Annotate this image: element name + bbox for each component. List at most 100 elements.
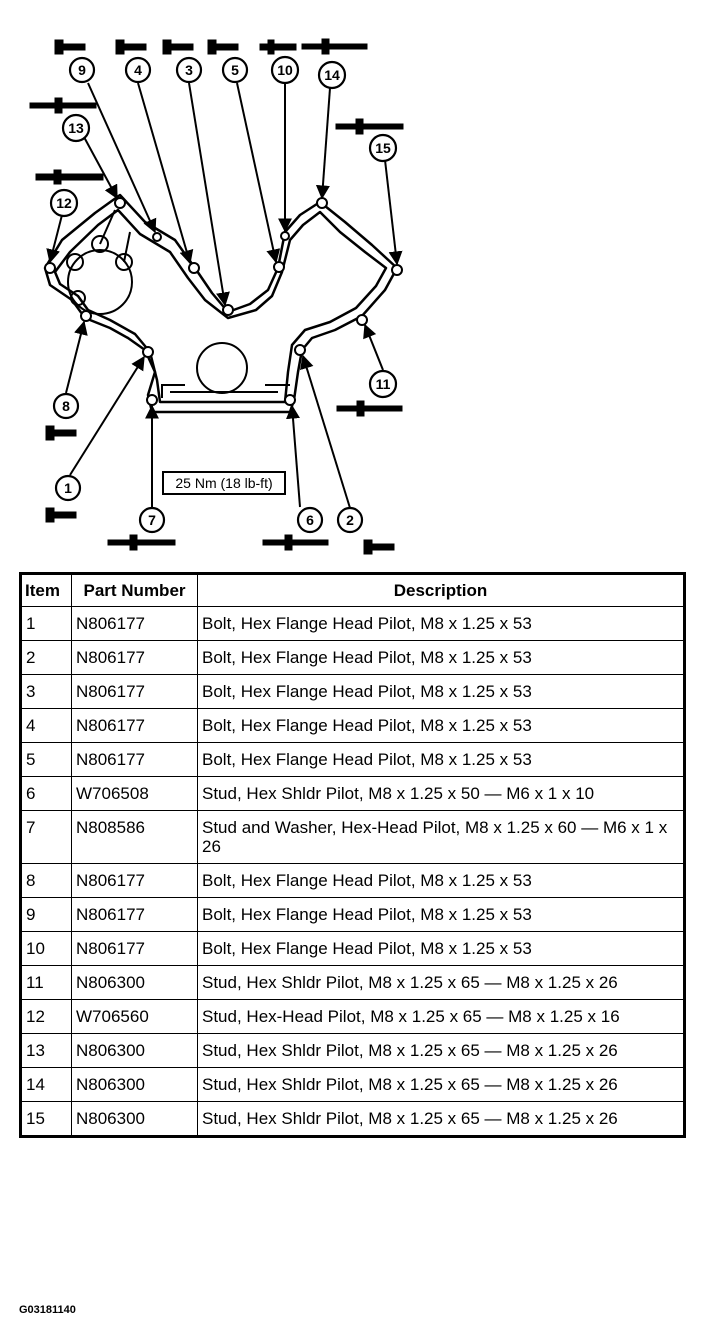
cell-item: 1 bbox=[20, 606, 72, 641]
bolt-holes bbox=[44, 197, 403, 406]
callout-7: 7 bbox=[138, 506, 166, 534]
cell-description: Bolt, Hex Flange Head Pilot, M8 x 1.25 x… bbox=[197, 674, 685, 709]
svg-text:11: 11 bbox=[376, 376, 391, 392]
svg-text:6: 6 bbox=[306, 512, 314, 528]
bolt-icon bbox=[45, 507, 77, 523]
bolt-icons bbox=[29, 38, 404, 555]
svg-text:14: 14 bbox=[324, 67, 340, 83]
cell-item: 3 bbox=[20, 674, 72, 709]
callout-9: 9 bbox=[68, 56, 96, 84]
cell-item: 4 bbox=[20, 708, 72, 743]
crankshaft-seal bbox=[161, 342, 290, 398]
cell-description: Bolt, Hex Flange Head Pilot, M8 x 1.25 x… bbox=[197, 931, 685, 966]
svg-text:3: 3 bbox=[185, 62, 193, 78]
cell-item: 7 bbox=[20, 810, 72, 864]
table-header-row: Item Part Number Description bbox=[20, 573, 685, 607]
callout-12: 12 bbox=[49, 188, 79, 218]
stud-icon bbox=[335, 118, 404, 135]
svg-text:10: 10 bbox=[277, 62, 293, 78]
water-pump bbox=[66, 209, 133, 315]
stud-icon bbox=[301, 38, 368, 55]
callout-4: 4 bbox=[124, 56, 152, 84]
cell-part-number: N808586 bbox=[71, 810, 198, 864]
cell-description: Stud, Hex Shldr Pilot, M8 x 1.25 x 65 — … bbox=[197, 965, 685, 1000]
callout-10: 10 bbox=[270, 55, 300, 85]
cell-item: 6 bbox=[20, 776, 72, 811]
cell-part-number: N806300 bbox=[71, 1067, 198, 1102]
bolt-icon bbox=[54, 39, 86, 55]
leader-lines bbox=[46, 82, 403, 509]
cell-item: 15 bbox=[20, 1101, 72, 1137]
svg-text:9: 9 bbox=[78, 62, 86, 78]
svg-text:12: 12 bbox=[56, 195, 72, 211]
cell-item: 9 bbox=[20, 897, 72, 932]
cell-item: 12 bbox=[20, 999, 72, 1034]
stud-icon bbox=[107, 534, 176, 551]
bolt-icon bbox=[207, 39, 239, 55]
cell-description: Bolt, Hex Flange Head Pilot, M8 x 1.25 x… bbox=[197, 863, 685, 898]
cell-item: 5 bbox=[20, 742, 72, 777]
column-header-part-number: Part Number bbox=[71, 573, 198, 607]
cell-item: 8 bbox=[20, 863, 72, 898]
svg-text:7: 7 bbox=[148, 512, 156, 528]
stud-icon bbox=[336, 400, 403, 417]
cell-item: 13 bbox=[20, 1033, 72, 1068]
svg-text:4: 4 bbox=[134, 62, 142, 78]
cell-description: Bolt, Hex Flange Head Pilot, M8 x 1.25 x… bbox=[197, 640, 685, 675]
cell-description: Bolt, Hex Flange Head Pilot, M8 x 1.25 x… bbox=[197, 708, 685, 743]
callout-5: 5 bbox=[221, 56, 249, 84]
column-header-description: Description bbox=[197, 573, 685, 607]
cell-part-number: N806177 bbox=[71, 742, 198, 777]
cell-part-number: N806177 bbox=[71, 606, 198, 641]
cell-item: 2 bbox=[20, 640, 72, 675]
engine-front-cover-diagram: 9 4 3 5 10 14 13 15 12 11 8 1 7 6 2 25 N… bbox=[29, 38, 404, 555]
callouts: 9 4 3 5 10 14 13 15 12 11 8 1 7 6 2 bbox=[49, 55, 398, 534]
figure-id: G03181140 bbox=[19, 1304, 76, 1316]
front-cover-outline bbox=[43, 193, 399, 414]
cell-description: Stud, Hex Shldr Pilot, M8 x 1.25 x 65 — … bbox=[197, 1101, 685, 1137]
svg-text:13: 13 bbox=[68, 120, 84, 136]
stud-icon bbox=[259, 39, 297, 55]
cell-part-number: N806177 bbox=[71, 931, 198, 966]
cell-description: Bolt, Hex Flange Head Pilot, M8 x 1.25 x… bbox=[197, 606, 685, 641]
svg-text:15: 15 bbox=[375, 140, 391, 156]
cell-description: Stud and Washer, Hex-Head Pilot, M8 x 1.… bbox=[197, 810, 685, 864]
callout-15: 15 bbox=[368, 133, 398, 163]
callout-6: 6 bbox=[296, 506, 324, 534]
stud-icon bbox=[262, 534, 329, 551]
callout-2: 2 bbox=[336, 506, 364, 534]
cell-part-number: N806300 bbox=[71, 1101, 198, 1137]
stud-icon bbox=[35, 169, 104, 185]
stud-icon bbox=[29, 97, 97, 114]
callout-1: 1 bbox=[54, 474, 82, 502]
cell-part-number: N806300 bbox=[71, 1033, 198, 1068]
cell-part-number: N806177 bbox=[71, 863, 198, 898]
cell-item: 11 bbox=[20, 965, 72, 1000]
cell-description: Bolt, Hex Flange Head Pilot, M8 x 1.25 x… bbox=[197, 897, 685, 932]
cell-part-number: W706560 bbox=[71, 999, 198, 1034]
callout-13: 13 bbox=[61, 113, 91, 143]
svg-text:8: 8 bbox=[62, 398, 70, 414]
cell-part-number: N806177 bbox=[71, 674, 198, 709]
cell-item: 14 bbox=[20, 1067, 72, 1102]
cell-description: Stud, Hex Shldr Pilot, M8 x 1.25 x 65 — … bbox=[197, 1067, 685, 1102]
callout-3: 3 bbox=[175, 56, 203, 84]
svg-text:2: 2 bbox=[346, 512, 354, 528]
column-header-item: Item bbox=[20, 573, 72, 607]
cell-part-number: N806300 bbox=[71, 965, 198, 1000]
cell-description: Bolt, Hex Flange Head Pilot, M8 x 1.25 x… bbox=[197, 742, 685, 777]
cell-description: Stud, Hex Shldr Pilot, M8 x 1.25 x 50 — … bbox=[197, 776, 685, 811]
